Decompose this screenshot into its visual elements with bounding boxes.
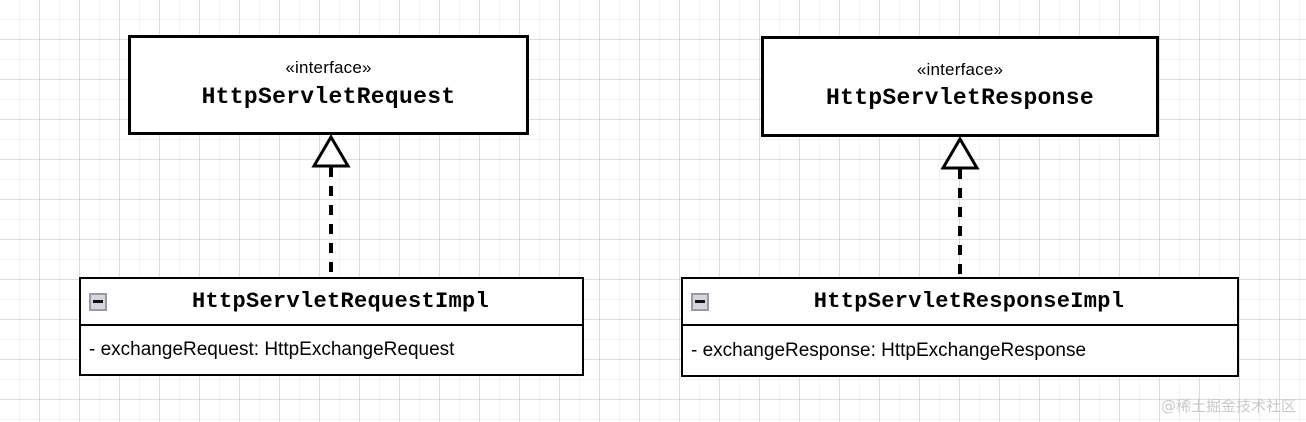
- class-attributes-compartment: - exchangeResponse: HttpExchangeResponse: [683, 326, 1237, 375]
- class-name: HttpServletResponseImpl: [813, 289, 1125, 314]
- class-header: HttpServletRequestImpl: [81, 279, 582, 326]
- collapse-minus-icon[interactable]: [89, 292, 107, 311]
- hollow-triangle-arrowhead: [940, 136, 980, 170]
- minus-bar: [695, 300, 705, 303]
- class-attributes-compartment: - exchangeRequest: HttpExchangeRequest: [81, 326, 582, 374]
- interface-stereotype: «interface»: [916, 59, 1004, 79]
- interface-box-http-servlet-response[interactable]: «interface» HttpServletResponse: [761, 36, 1159, 137]
- minus-bar: [93, 300, 103, 303]
- class-attribute: - exchangeResponse: HttpExchangeResponse: [691, 339, 1087, 361]
- realization-connector-request[interactable]: [310, 134, 354, 279]
- collapse-minus-icon[interactable]: [691, 292, 709, 311]
- interface-box-http-servlet-request[interactable]: «interface» HttpServletRequest: [128, 35, 529, 135]
- class-name: HttpServletRequestImpl: [191, 289, 490, 314]
- class-box-http-servlet-response-impl[interactable]: HttpServletResponseImpl - exchangeRespon…: [681, 277, 1239, 377]
- interface-name: HttpServletRequest: [201, 83, 456, 110]
- class-header: HttpServletResponseImpl: [683, 279, 1237, 326]
- realization-connector-response[interactable]: [939, 136, 983, 279]
- hollow-triangle-arrowhead: [311, 134, 351, 168]
- interface-name: HttpServletResponse: [826, 85, 1094, 112]
- interface-stereotype: «interface»: [285, 58, 372, 78]
- class-box-http-servlet-request-impl[interactable]: HttpServletRequestImpl - exchangeRequest…: [79, 277, 584, 376]
- class-attribute: - exchangeRequest: HttpExchangeRequest: [89, 339, 455, 360]
- watermark: @稀土掘金技术社区: [1160, 397, 1296, 415]
